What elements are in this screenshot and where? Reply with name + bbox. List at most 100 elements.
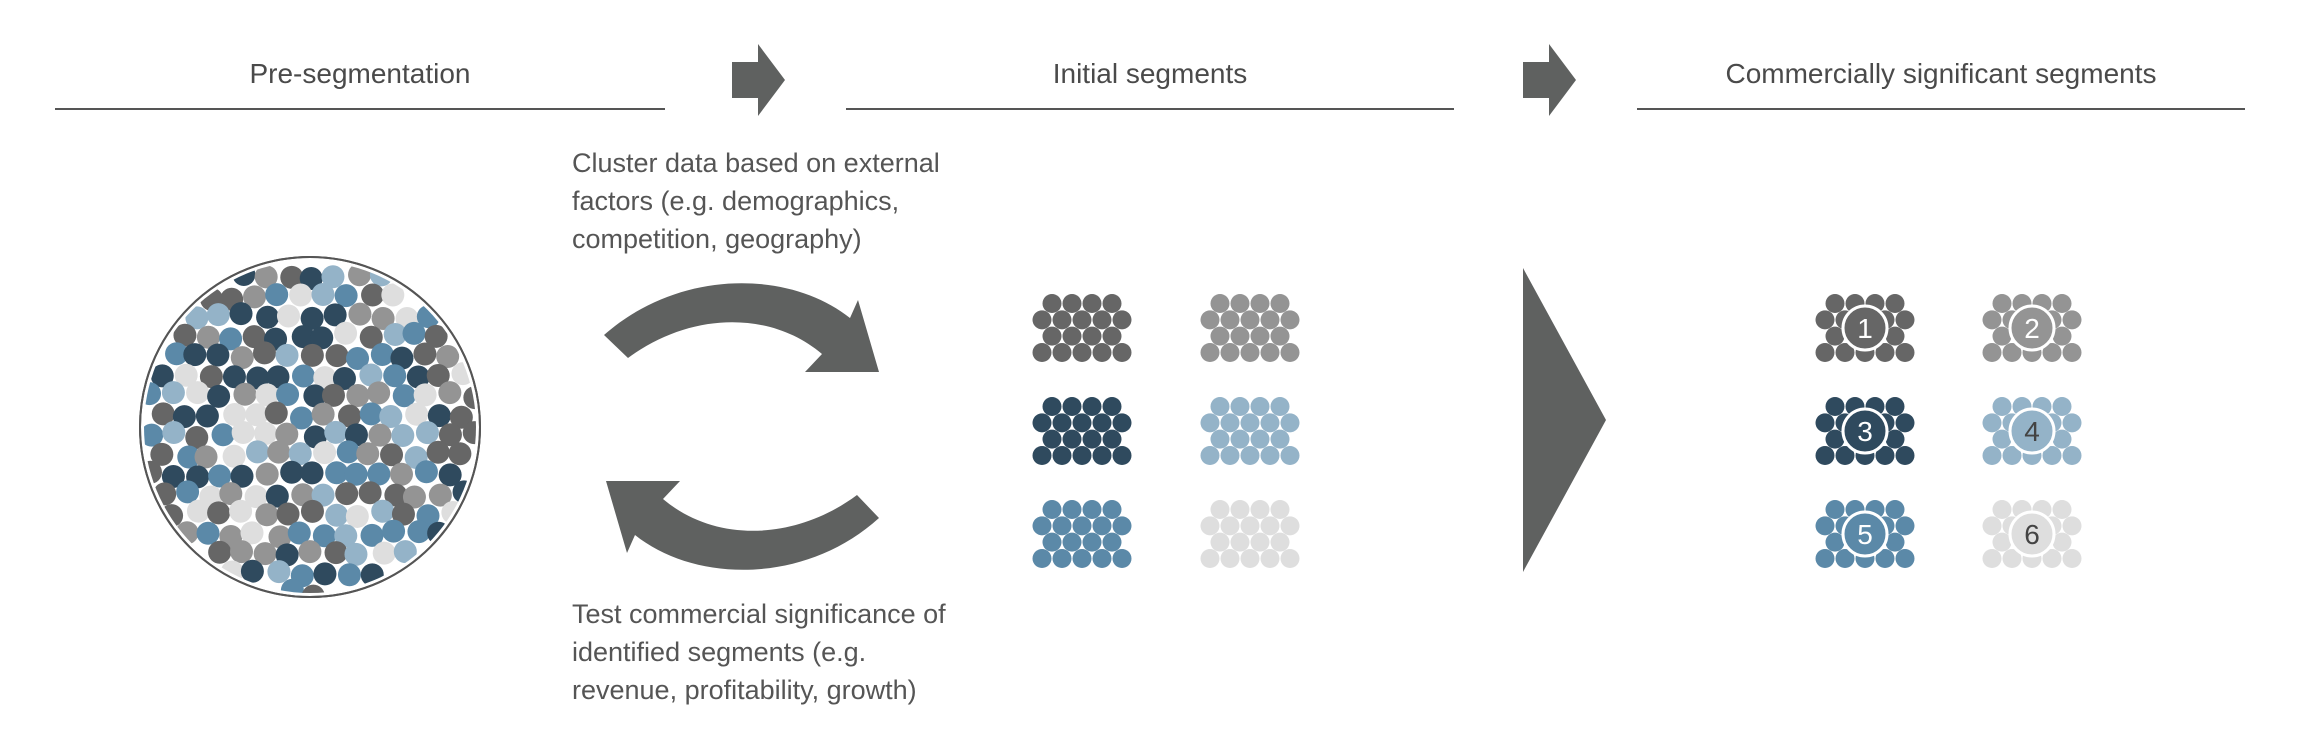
commercial-segment-dot xyxy=(1825,397,1845,417)
initial-segment-dot xyxy=(1032,516,1052,536)
initial-segment-dot xyxy=(1102,429,1122,449)
population-dot xyxy=(280,460,304,484)
initial-segment-dot xyxy=(1250,532,1270,552)
initial-segment-dot xyxy=(1052,310,1072,330)
cluster-annotation: Cluster data based on external factors (… xyxy=(572,144,940,258)
population-dot xyxy=(266,365,290,389)
initial-segment-dot xyxy=(1072,548,1092,568)
population-dot xyxy=(186,381,210,405)
population-dot xyxy=(311,282,335,306)
population-dot xyxy=(424,324,448,348)
population-dot xyxy=(359,402,383,426)
initial-segment-dot xyxy=(1032,413,1052,433)
initial-segment-dot xyxy=(1102,397,1122,417)
initial-segment-dot xyxy=(1260,516,1280,536)
population-dot xyxy=(229,540,253,564)
population-dot xyxy=(231,421,255,445)
population-dot xyxy=(344,542,368,566)
test-cycle-arrow-icon xyxy=(606,481,879,570)
population-dot xyxy=(358,481,382,505)
initial-segment-dot xyxy=(1092,342,1112,362)
initial-segment-dot xyxy=(1250,429,1270,449)
population-dot xyxy=(229,499,253,523)
initial-segment-dot xyxy=(1230,532,1250,552)
initial-segment-dot xyxy=(1270,532,1290,552)
population-dot xyxy=(276,304,300,328)
initial-segment-dot xyxy=(1210,500,1230,520)
commercial-segment-dot xyxy=(1875,342,1895,362)
commercial-segment-cluster: 4 xyxy=(1982,397,2082,465)
population-dot xyxy=(324,420,348,444)
initial-segment-dot xyxy=(1200,310,1220,330)
initial-segment-cluster xyxy=(1200,500,1300,568)
population-dot xyxy=(438,423,462,447)
population-dot xyxy=(245,440,269,464)
initial-segment-dot xyxy=(1260,413,1280,433)
population-dot xyxy=(275,343,299,367)
population-dot xyxy=(359,363,383,387)
population-dot xyxy=(150,364,174,388)
population-dot xyxy=(438,463,462,487)
population-dot xyxy=(301,584,325,593)
commercial-segment-dot xyxy=(1825,429,1845,449)
commercial-segment-dot xyxy=(1885,532,1905,552)
test-annotation-line: revenue, profitability, growth) xyxy=(572,675,917,705)
population-dot xyxy=(161,464,185,488)
initial-segment-clusters xyxy=(1032,294,1300,568)
population-dot xyxy=(414,460,438,484)
commercial-segment-dot xyxy=(1982,310,2002,330)
population-dot xyxy=(265,283,289,307)
commercial-segment-dot xyxy=(1992,429,2012,449)
population-dot xyxy=(303,384,327,408)
initial-segment-dot xyxy=(1260,445,1280,465)
commercial-segment-dot xyxy=(1815,516,1835,536)
commercial-segment-dot xyxy=(1982,516,2002,536)
initial-segment-dot xyxy=(1062,532,1082,552)
initial-segment-dot xyxy=(1112,516,1132,536)
commercial-segment-dot xyxy=(1815,548,1835,568)
population-dot xyxy=(199,365,223,389)
population-dot xyxy=(233,382,257,406)
population-dot xyxy=(428,483,452,507)
segment-number-label: 4 xyxy=(2024,416,2040,447)
population-dot xyxy=(406,365,430,389)
population-dot xyxy=(393,540,417,564)
population-dot xyxy=(219,327,243,351)
commercial-segment-dot xyxy=(1815,445,1835,465)
population-dot xyxy=(334,321,358,345)
population-dot xyxy=(206,303,230,327)
population-outline-ring xyxy=(139,256,481,598)
commercial-segment-dot xyxy=(2052,500,2072,520)
population-dot xyxy=(290,406,314,430)
initial-segment-dot xyxy=(1200,445,1220,465)
population-dot xyxy=(383,364,407,388)
initial-segment-dot xyxy=(1240,310,1260,330)
commercial-segment-dot xyxy=(1875,445,1895,465)
initial-segment-cluster xyxy=(1032,500,1132,568)
population-dot xyxy=(173,323,197,347)
population-dot xyxy=(407,520,431,544)
initial-segment-dot xyxy=(1052,413,1072,433)
population-dot xyxy=(280,578,304,593)
initial-segment-dot xyxy=(1220,445,1240,465)
initial-segment-dot xyxy=(1210,294,1230,314)
population-dot xyxy=(267,440,291,464)
commercial-segment-dot xyxy=(1992,500,2012,520)
population-dot xyxy=(413,342,437,366)
population-dot xyxy=(253,542,277,566)
population-dot xyxy=(448,442,472,466)
commercial-segment-dot xyxy=(1982,342,2002,362)
population-dot xyxy=(207,384,231,408)
population-dot xyxy=(334,524,358,548)
initial-segment-cluster xyxy=(1200,397,1300,465)
population-dot xyxy=(390,462,414,486)
population-dot xyxy=(337,563,361,587)
population-dot xyxy=(334,284,358,308)
population-dot xyxy=(462,421,476,445)
population-dot xyxy=(338,404,362,428)
population-dot xyxy=(325,461,349,485)
initial-segment-dot xyxy=(1062,429,1082,449)
population-dot xyxy=(196,325,220,349)
segment-number-label: 2 xyxy=(2024,313,2040,344)
cluster-annotation-line: competition, geography) xyxy=(572,224,862,254)
